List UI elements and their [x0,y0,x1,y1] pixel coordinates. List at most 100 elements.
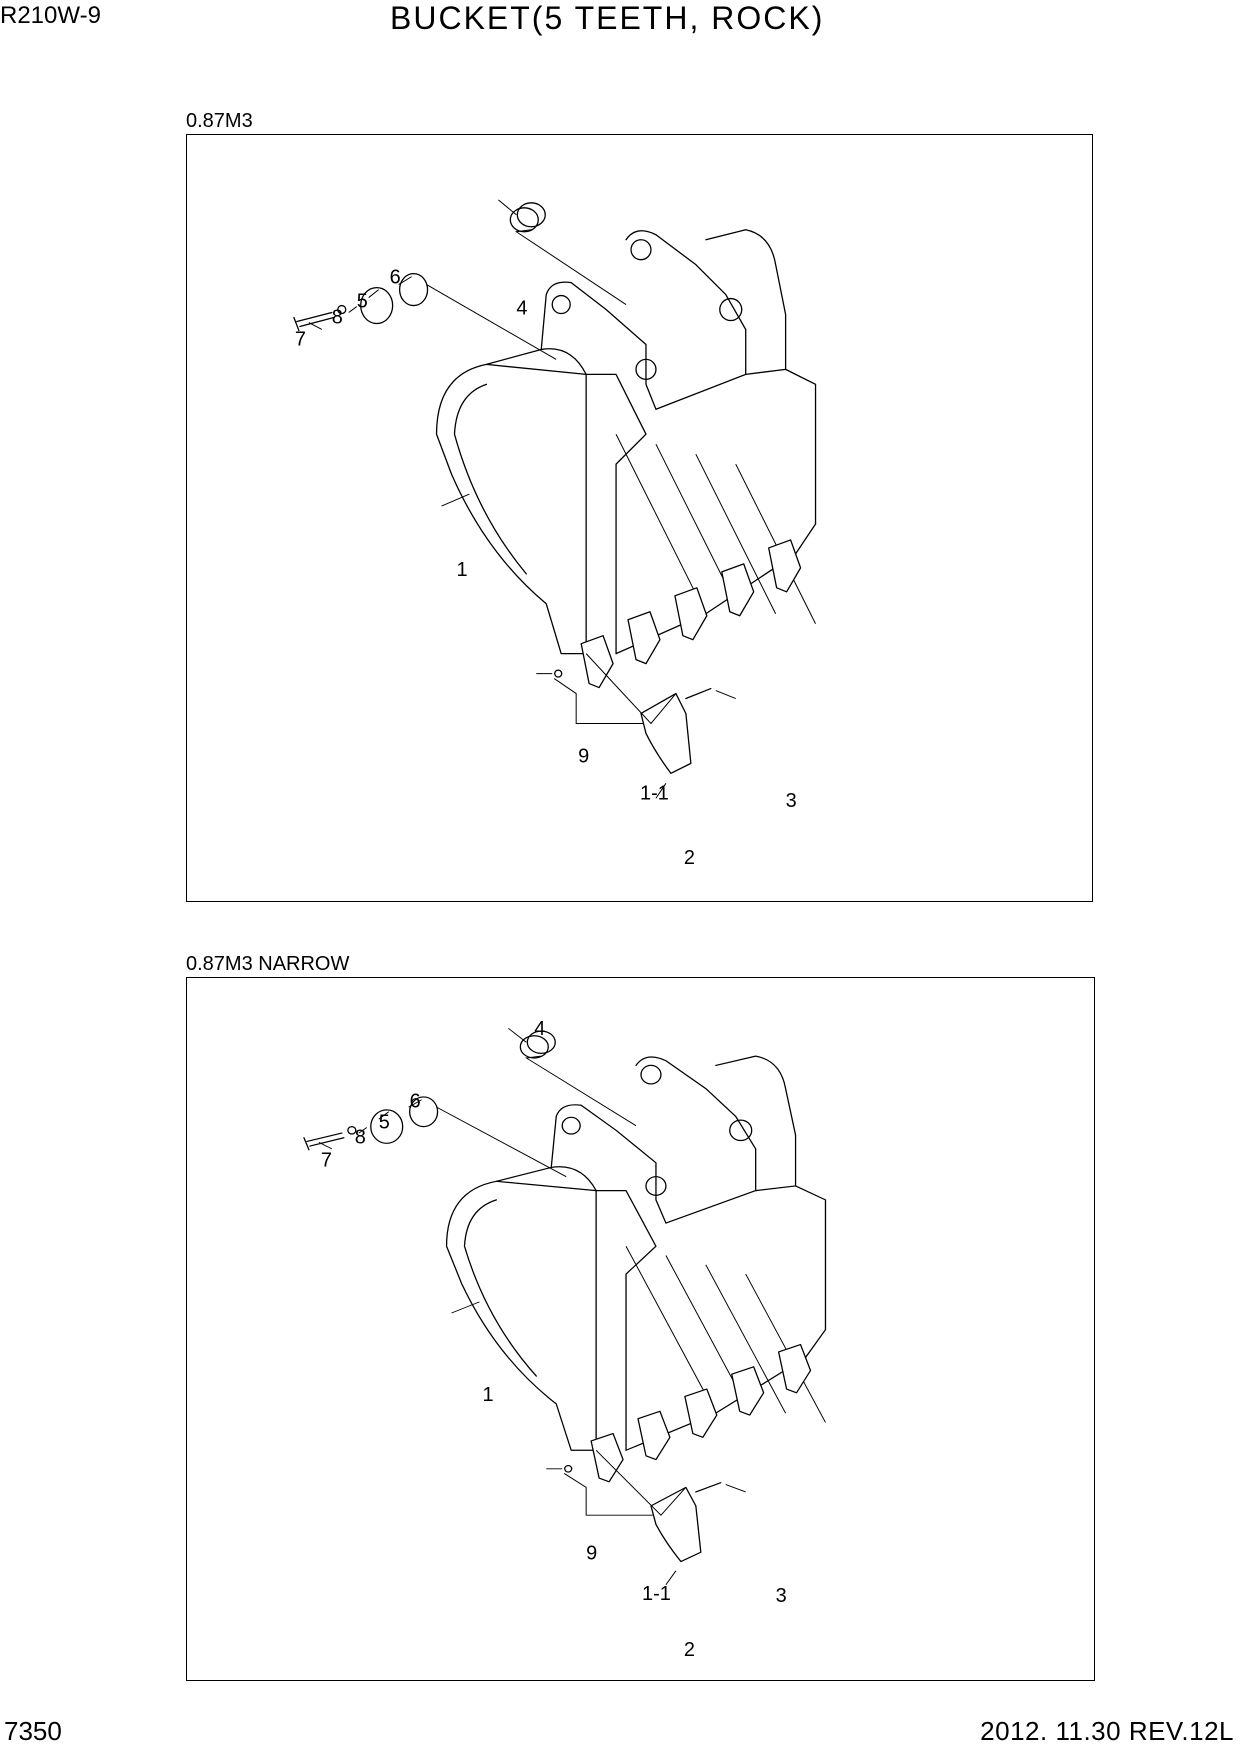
bucket-side-plate [445,1180,597,1451]
callout-5: 5 [357,291,368,313]
leader-line [308,289,379,330]
bucket-lip-edge [495,1166,597,1192]
pin-hole-icon [645,1176,667,1196]
bucket-drawing [303,1027,827,1585]
bucket-tooth [627,611,661,665]
leader-line [595,1449,687,1516]
diagram-panel-standard: 4 6 5 8 7 1 9 1-1 3 2 [186,134,1093,902]
leader-line [536,673,656,724]
bucket-tooth [768,539,802,593]
rib-line [735,463,816,624]
retainer-part [554,669,563,678]
pin-hole-icon [551,294,571,315]
diagram-panel-narrow: 4 6 5 8 7 1 9 1-1 3 2 [186,977,1095,1681]
callout-4: 4 [534,1018,545,1040]
callout-2: 2 [684,847,695,869]
leader-line [665,1484,746,1585]
bolt-part [303,1132,345,1151]
callout-7: 7 [321,1149,332,1171]
bushing-part [509,207,539,233]
pin-hole-icon [635,358,657,381]
bucket-side-plate [435,363,587,655]
bucket-inner-edge [453,383,527,575]
callout-1: 1 [456,559,467,581]
panel-caption: 0.87M3 [186,110,253,132]
leader-line [498,199,627,305]
callout-1: 1 [482,1384,493,1406]
rib-line [745,1273,826,1423]
leader-line [318,1111,390,1150]
pin-hole-icon [640,1064,662,1085]
leader-line [655,690,736,799]
bucket-drawing [293,199,817,799]
washer-part [347,1126,357,1135]
bucket-back-plate [665,1185,827,1331]
bucket-back-plate [655,368,817,525]
pin-hole-icon [729,1119,753,1142]
bucket-tooth [777,1343,812,1394]
bucket-rear-boss [715,1055,797,1187]
pin-hole-icon [561,1116,581,1135]
callout-1-1: 1-1 [642,1583,671,1605]
leader-line [585,653,677,725]
leader-line [408,1099,567,1178]
model-code: R210W-9 [0,2,101,29]
bushing-part [516,202,546,228]
bucket-tooth [721,563,755,617]
bracket-front [540,281,657,410]
tooth-point-part [640,692,692,774]
washer-part [337,304,347,315]
bucket-tooth [590,1432,624,1483]
bucket-lip-edge [485,348,587,376]
bucket-tooth [684,1388,718,1438]
callouts: 4 6 5 8 7 1 9 1-1 3 2 [295,267,797,869]
bucket-tooth [580,635,614,689]
leader-line [508,1027,637,1127]
bushing-part [519,1035,549,1059]
callout-9: 9 [586,1542,597,1564]
bucket-side-wall [585,373,647,655]
callout-3: 3 [786,790,797,812]
callout-3: 3 [776,1585,787,1607]
rib-line [705,1264,787,1414]
bucket-diagram-standard: 4 6 5 8 7 1 9 1-1 3 2 [293,199,817,869]
leader-line [546,1468,666,1516]
callout-2: 2 [684,1639,695,1661]
page-title: BUCKET(5 TEETH, ROCK) [390,0,825,36]
pin-hole-icon [630,239,652,261]
callout-5: 5 [379,1112,390,1134]
callout-6: 6 [390,267,401,289]
pin-part [695,1482,722,1493]
callout-6: 6 [410,1091,421,1113]
bucket-tooth [674,587,708,641]
rib-line [625,1246,707,1395]
bucket-tooth [731,1366,765,1416]
callout-8: 8 [332,307,343,329]
leader-line [441,493,470,507]
plate-part [370,1109,404,1144]
bracket-rear [635,1056,757,1192]
callout-9: 9 [578,745,589,767]
callout-1-1: 1-1 [640,782,669,804]
bucket-tooth [637,1410,671,1461]
panel-caption: 0.87M3 NARROW [186,953,350,975]
callout-7: 7 [295,328,306,350]
revision-date: 2012. 11.30 REV.12L [980,1716,1234,1746]
bracket-rear [625,230,747,376]
tooth-point-part [650,1486,702,1563]
bushing-part [526,1030,556,1054]
shim-ring [409,1096,439,1128]
retainer-part [564,1464,573,1473]
rib-line [695,453,777,614]
bucket-side-wall [595,1189,657,1451]
plate-part [360,286,394,325]
bolt-part [293,311,335,332]
shim-ring [398,272,429,307]
leader-line [398,276,557,360]
rib-line [615,433,697,595]
callout-4: 4 [516,298,527,320]
bucket-diagram-narrow: 4 6 5 8 7 1 9 1-1 3 2 [303,1018,827,1661]
bracket-front [550,1104,667,1224]
bucket-rear-boss [705,229,787,371]
callouts: 4 6 5 8 7 1 9 1-1 3 2 [321,1018,787,1661]
